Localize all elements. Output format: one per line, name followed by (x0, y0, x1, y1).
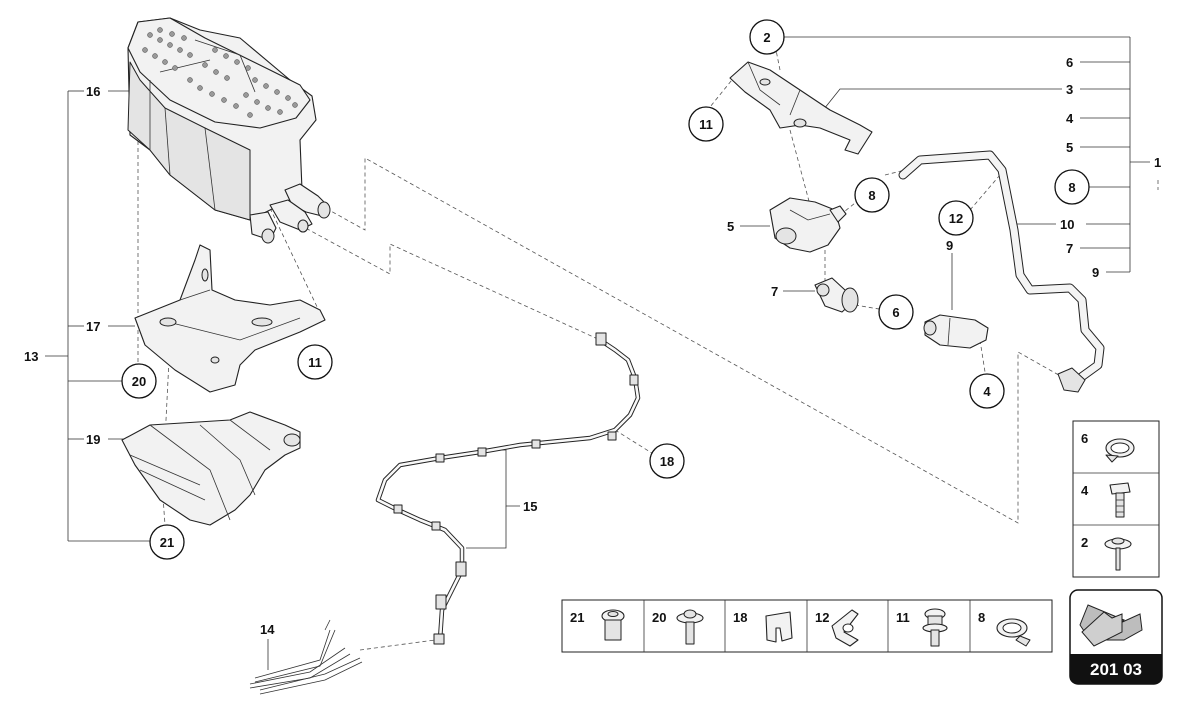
label-7-connector: 7 (771, 284, 778, 299)
page-number: 201 03 (1090, 660, 1142, 679)
circle-label-4: 4 (969, 373, 1005, 409)
circle-label-6: 6 (878, 294, 914, 330)
circle-label-21: 21 (149, 524, 185, 560)
svg-text:21: 21 (160, 535, 174, 550)
circle-label-12: 12 (938, 200, 974, 236)
circle-label-8-mid: 8 (854, 177, 890, 213)
label-4: 4 (1066, 111, 1074, 126)
legend-right-4: 4 (1081, 483, 1089, 498)
svg-text:8: 8 (1068, 180, 1075, 195)
hardware-legend-right: 6 4 2 (1072, 420, 1160, 578)
clip-icon (765, 611, 793, 643)
valve-bracket (729, 61, 873, 155)
circle-label-18: 18 (649, 443, 685, 479)
svg-text:6: 6 (892, 305, 899, 320)
hardware-legend-bottom: 21 20 18 12 11 8 (561, 599, 1053, 653)
legend-bottom-18: 18 (733, 610, 747, 625)
circle-label-11-top: 11 (688, 106, 724, 142)
legend-bottom-8: 8 (978, 610, 985, 625)
bolt-icon (1109, 482, 1131, 518)
label-6: 6 (1066, 55, 1073, 70)
inline-filter (923, 314, 989, 349)
label-9-filter: 9 (946, 238, 953, 253)
svg-text:20: 20 (132, 374, 146, 389)
legend-bottom-20: 20 (652, 610, 666, 625)
label-17: 17 (86, 319, 100, 334)
label-5: 5 (1066, 140, 1073, 155)
legend-bottom-12: 12 (815, 610, 829, 625)
torx-screw-icon (601, 609, 625, 641)
label-1: 1 (1154, 155, 1161, 170)
hose-clip-icon (831, 609, 859, 647)
purge-valve (769, 197, 847, 253)
label-5-valve: 5 (727, 219, 734, 234)
legend-right-2: 2 (1081, 535, 1088, 550)
torx-bolt-icon (922, 608, 948, 647)
label-15: 15 (523, 499, 537, 514)
label-9: 9 (1092, 265, 1099, 280)
arrow-icon (1079, 604, 1143, 647)
hose-clamp-icon (1105, 438, 1135, 463)
circle-label-8-right: 8 (1054, 169, 1090, 205)
circle-label-11-left: 11 (297, 344, 333, 380)
vent-hose (898, 150, 1105, 393)
charcoal-canister (127, 17, 331, 244)
screw-icon (1104, 537, 1132, 571)
label-13: 13 (24, 349, 38, 364)
label-3: 3 (1066, 82, 1073, 97)
circled-labels: 2 11 8 12 8 6 4 11 20 18 21 (121, 19, 1090, 560)
circle-label-20: 20 (121, 363, 157, 399)
leader-lines (45, 36, 1150, 670)
svg-text:12: 12 (949, 211, 963, 226)
legend-bottom-11: 11 (896, 610, 910, 625)
label-19: 19 (86, 432, 100, 447)
heat-shield (121, 411, 301, 526)
label-7: 7 (1066, 241, 1073, 256)
label-10: 10 (1060, 217, 1074, 232)
canister-holes (142, 27, 298, 118)
svg-text:2: 2 (763, 30, 770, 45)
wiring-harness (375, 332, 641, 645)
clamp-icon (996, 618, 1031, 647)
connector-piece (814, 277, 859, 313)
flange-screw-icon (676, 609, 704, 645)
svg-text:11: 11 (308, 355, 322, 370)
page-reference-box: 201 03 (1069, 589, 1163, 685)
svg-text:4: 4 (983, 384, 991, 399)
svg-text:11: 11 (699, 117, 713, 132)
label-14: 14 (260, 622, 275, 637)
label-16: 16 (86, 84, 100, 99)
part-labels: 16 17 13 19 15 14 6 3 4 5 1 10 7 9 5 7 9 (24, 55, 1161, 637)
circle-label-2: 2 (749, 19, 785, 55)
legend-bottom-21: 21 (570, 610, 584, 625)
canister-bracket (134, 244, 326, 393)
fuel-pipes (249, 619, 363, 695)
svg-text:8: 8 (868, 188, 875, 203)
legend-right-6: 6 (1081, 431, 1088, 446)
svg-text:18: 18 (660, 454, 674, 469)
